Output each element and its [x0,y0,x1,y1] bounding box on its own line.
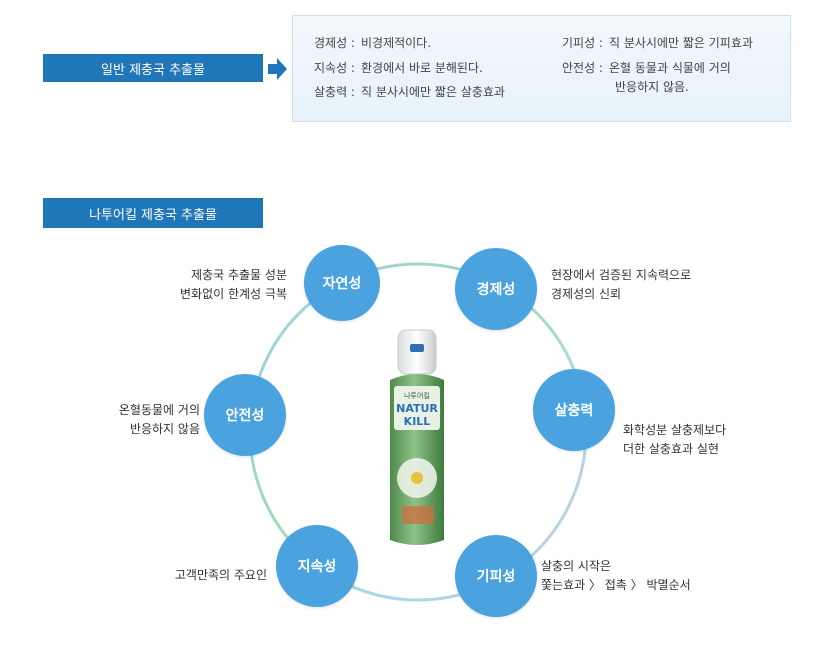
node-killing-power: 살충력 [533,369,615,451]
node-naturalness: 자연성 [304,245,380,321]
product-brand-line1: NATUR [396,402,438,415]
prop-durability: 지속성 :환경에서 바로 분해된다. [314,61,483,75]
general-properties-box: 경제성 :비경제적이다. 지속성 :환경에서 바로 분해된다. 살충력 :직 분… [292,15,791,122]
desc-naturalness: 제충국 추출물 성분 변화없이 한계성 극복 [180,268,287,301]
naturkill-extract-label: 나투어킬 제충국 추출물 [43,198,263,228]
product-brand-line2: KILL [404,415,431,428]
general-extract-label: 일반 제충국 추출물 [43,54,263,82]
prop-safety-cont: 반응하지 않음. [615,80,689,94]
desc-repellency: 살충의 시작은 쫓는효과 〉 접촉 〉 박멸순서 [541,559,691,592]
product-can-image: 나투어킬 NATUR KILL [390,329,444,545]
general-extract-label-text: 일반 제충국 추출물 [101,62,205,78]
arrow-right-icon [268,58,287,80]
node-durability: 지속성 [276,525,358,607]
prop-repellency: 기피성 :직 분사시에만 짧은 기피효과 [562,36,753,50]
node-safety: 안전성 [204,374,286,456]
product-brand-top: 나투어킬 [404,391,430,400]
desc-killing-power: 화학성분 살충제보다 더한 살충효과 실현 [623,423,727,456]
desc-durability: 고객만족의 주요인 [174,568,267,582]
desc-safety: 온혈동물에 거의 반응하지 않음 [118,403,200,436]
node-repellency: 기피성 [455,535,537,617]
naturkill-extract-label-text: 나투어킬 제충국 추출물 [89,207,217,223]
prop-safety: 안전성 :온혈 동물과 식물에 거의 [562,61,731,75]
desc-economy: 현장에서 검증된 지속력으로 경제성의 신뢰 [551,268,692,301]
node-economy: 경제성 [455,248,537,330]
prop-killing-power: 살충력 :직 분사시에만 짧은 살충효과 [314,85,505,99]
prop-economy: 경제성 :비경제적이다. [314,36,432,50]
